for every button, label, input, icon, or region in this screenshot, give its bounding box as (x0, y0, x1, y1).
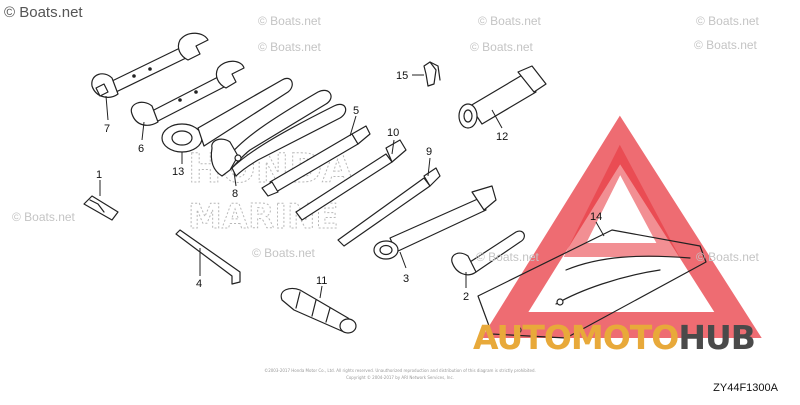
part-grip-11[interactable] (280, 287, 357, 334)
part-pliers-8[interactable] (210, 89, 347, 177)
callout-label-9: 9 (426, 146, 432, 158)
part-screwdriver-9[interactable] (337, 167, 441, 247)
part-wrench-7[interactable] (91, 32, 209, 98)
overlay-brand: AUTOMOTOHUB (473, 318, 756, 357)
part-plug-wrench-3[interactable] (373, 185, 497, 260)
callout-label-1: 1 (96, 169, 102, 181)
callout-labels: 1 2 3 4 5 6 7 8 9 10 11 12 13 14 15 (96, 70, 602, 303)
watermark-main: © Boats.net (4, 4, 83, 21)
overlay-triangle (481, 115, 762, 338)
callout-label-2: 2 (463, 291, 469, 303)
callout-label-14: 14 (590, 211, 602, 223)
watermark: © Boats.net (12, 210, 75, 224)
part-screwdriver-5[interactable] (261, 125, 371, 197)
part-clip-15[interactable] (423, 61, 441, 87)
part-screwdriver-10[interactable] (295, 139, 407, 221)
callout-label-8: 8 (232, 188, 238, 200)
watermark: © Boats.net (470, 40, 533, 54)
part-wrench-2[interactable] (451, 230, 525, 276)
watermark: © Boats.net (694, 38, 757, 52)
part-tool-bag-14[interactable] (477, 229, 707, 339)
watermark: © Boats.net (258, 40, 321, 54)
fine-print-line1: ©2003-2017 Honda Motor Co., Ltd. All rig… (264, 368, 536, 373)
callout-label-11: 11 (316, 275, 327, 287)
watermark: © Boats.net (696, 250, 759, 264)
overlay-brand-part1: AUTOMOTO (473, 318, 679, 357)
leader-lines (99, 74, 605, 299)
callout-label-3: 3 (403, 273, 409, 285)
diagram-code: ZY44F1300A (713, 382, 778, 394)
watermark: © Boats.net (696, 14, 759, 28)
callout-label-7: 7 (104, 123, 110, 135)
callout-label-10: 10 (387, 127, 399, 139)
callout-label-6: 6 (138, 143, 144, 155)
part-plug-1[interactable] (83, 195, 119, 221)
part-box-wrench-12[interactable] (458, 65, 547, 129)
watermark: © Boats.net (252, 246, 315, 260)
callout-label-12: 12 (496, 131, 508, 143)
fine-print-line2: Copyright © 2004-2017 by ARI Network Ser… (346, 375, 454, 380)
watermark: © Boats.net (478, 14, 541, 28)
part-ring-wrench-13[interactable] (161, 77, 293, 153)
callout-label-13: 13 (172, 166, 184, 178)
watermark: © Boats.net (476, 250, 539, 264)
callout-label-4: 4 (196, 278, 202, 290)
overlay-brand-part2: HUB (678, 318, 756, 357)
callout-label-5: 5 (353, 105, 359, 117)
part-hex-key-4[interactable] (175, 229, 241, 285)
part-wrench-6[interactable] (130, 60, 245, 126)
callout-label-15: 15 (396, 70, 408, 82)
watermark: © Boats.net (258, 14, 321, 28)
